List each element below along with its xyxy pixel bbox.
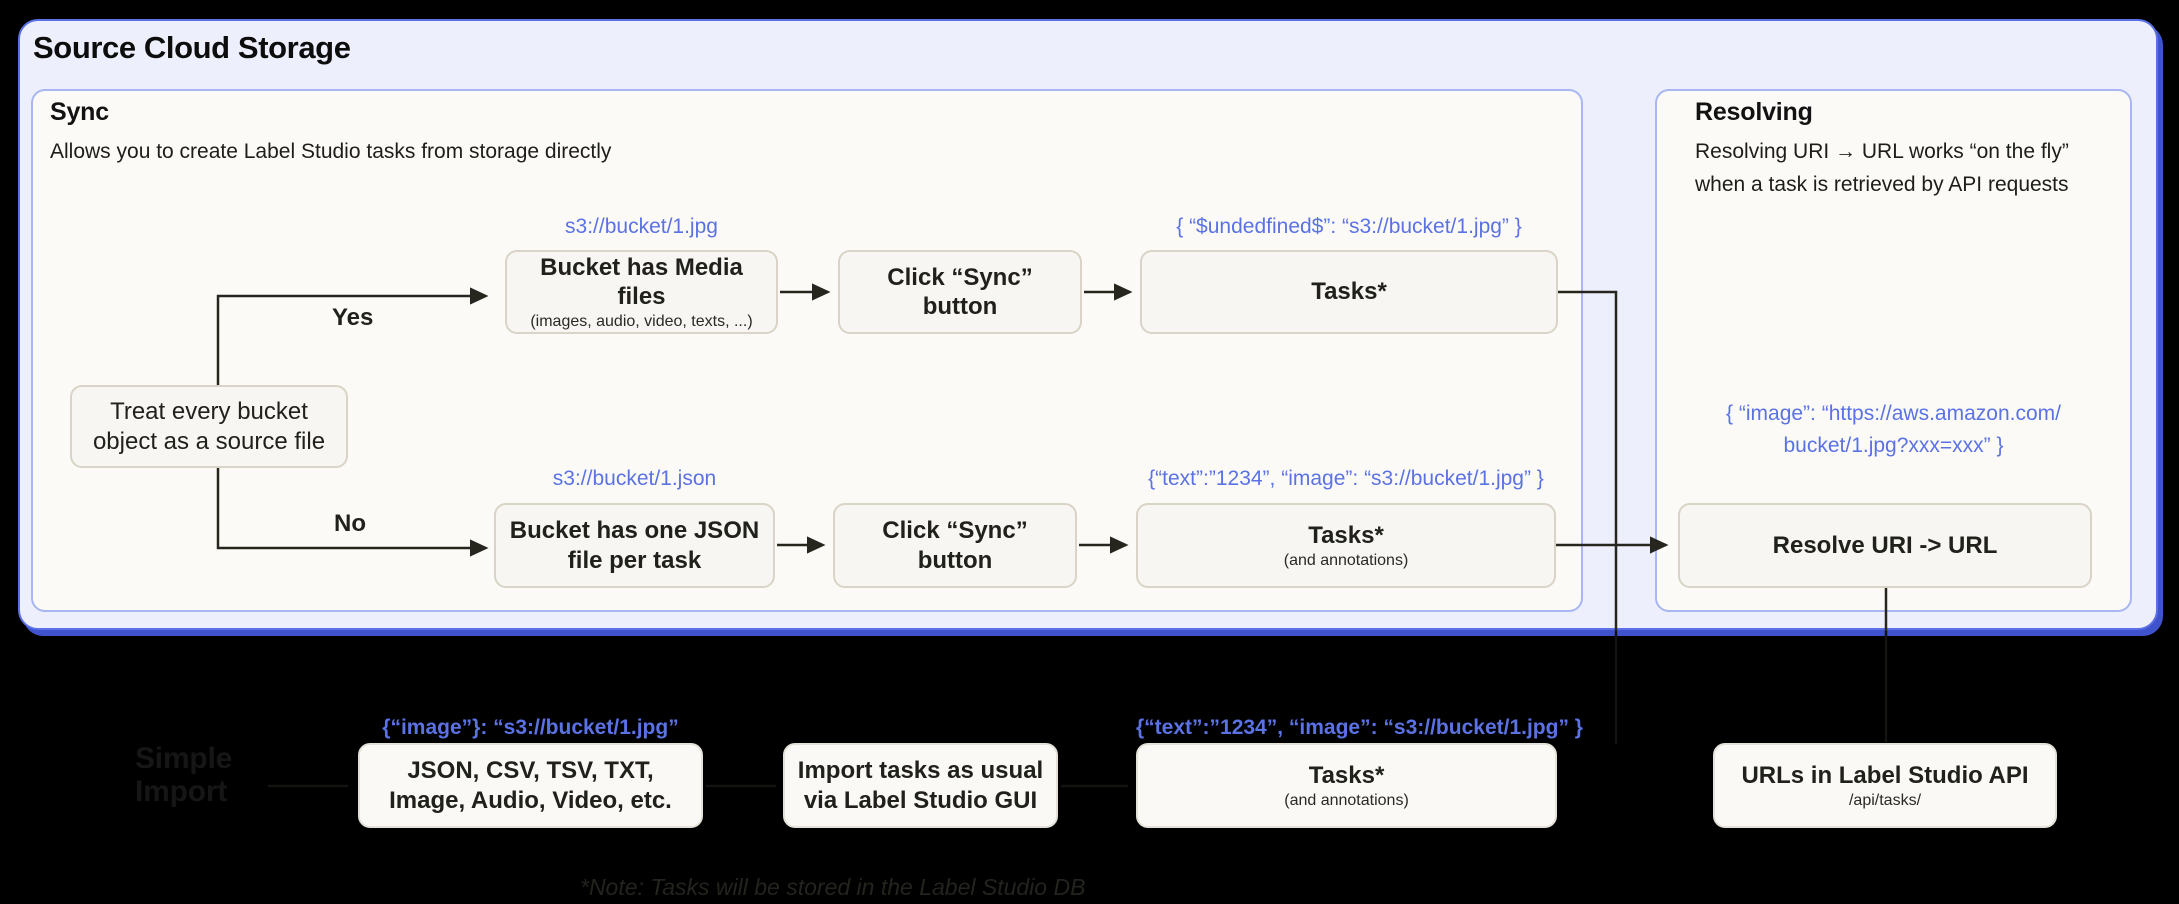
click-sync-top-title: Click “Sync” button (887, 263, 1033, 320)
sync-panel-subtitle: Allows you to create Label Studio tasks … (50, 140, 612, 163)
bottom-tasks-node: Tasks* (and annotations) (1136, 743, 1557, 828)
decision-node-label: Treat every bucket object as a source fi… (92, 398, 326, 455)
import-gui-title: Import tasks as usual via Label Studio G… (797, 757, 1044, 814)
formats-title: JSON, CSV, TSV, TXT, Image, Audio, Video… (389, 757, 672, 814)
import-gui-node: Import tasks as usual via Label Studio G… (783, 743, 1058, 828)
source-uri-label-json: s3://bucket/1.json (552, 467, 717, 490)
resolve-uri-node: Resolve URI -> URL (1678, 503, 2092, 588)
branch-yes-label: Yes (332, 304, 374, 331)
formats-node: JSON, CSV, TSV, TXT, Image, Audio, Video… (358, 743, 703, 828)
bottom-tasks-json-label: {“text”:”1234”, “image”: “s3://bucket/1.… (1136, 716, 1583, 739)
tasks-node-top: Tasks* (1140, 250, 1558, 334)
formats-json-label: {“image”}: “s3://bucket/1.jpg” (382, 716, 679, 739)
bucket-json-title: Bucket has one JSON file per task (509, 517, 760, 574)
tasks-top-title: Tasks* (1311, 278, 1387, 306)
bottom-tasks-title: Tasks* (1308, 761, 1385, 789)
api-subtitle: /api/tasks/ (1848, 792, 1922, 810)
bucket-media-title: Bucket has Media files (540, 253, 743, 310)
tasks-json-label-bottom: {“text”:”1234”, “image”: “s3://bucket/1.… (1148, 467, 1544, 490)
tasks-json-label-top: { “$undedfined$”: “s3://bucket/1.jpg” } (1176, 215, 1522, 238)
decision-node: Treat every bucket object as a source fi… (70, 385, 348, 468)
api-node: URLs in Label Studio API /api/tasks/ (1713, 743, 2057, 828)
tasks-bottom-subtitle: (and annotations) (1283, 552, 1409, 570)
source-uri-label-media: s3://bucket/1.jpg (565, 215, 718, 238)
bucket-media-node: Bucket has Media files (images, audio, v… (505, 250, 778, 334)
api-title: URLs in Label Studio API (1741, 761, 2029, 789)
bucket-json-node: Bucket has one JSON file per task (494, 503, 775, 588)
bucket-media-subtitle: (images, audio, video, texts, ...) (530, 313, 753, 331)
sync-panel-title: Sync (50, 98, 109, 126)
branch-no-label: No (334, 510, 366, 537)
resolving-subtitle-line2: when a task is retrieved by API requests (1695, 173, 2069, 196)
click-sync-node-top: Click “Sync” button (838, 250, 1082, 334)
click-sync-node-bottom: Click “Sync” button (833, 503, 1077, 588)
resolving-subtitle-line1: Resolving URI → URL works “on the fly” (1695, 140, 2069, 163)
note-text: *Note: Tasks will be stored in the Label… (580, 874, 1086, 900)
tasks-node-bottom: Tasks* (and annotations) (1136, 503, 1556, 588)
resolving-panel-title: Resolving (1695, 98, 1813, 126)
click-sync-bottom-title: Click “Sync” button (882, 517, 1028, 574)
tasks-bottom-title: Tasks* (1308, 521, 1384, 549)
bottom-tasks-subtitle: (and annotations) (1284, 792, 1409, 810)
resolved-url-json-label: { “image”: “https://aws.amazon.com/ buck… (1726, 402, 2061, 457)
simple-import-ghost-title: Simple Import (135, 742, 233, 808)
resolve-uri-title: Resolve URI -> URL (1772, 531, 1998, 559)
page-title: Source Cloud Storage (33, 30, 351, 65)
